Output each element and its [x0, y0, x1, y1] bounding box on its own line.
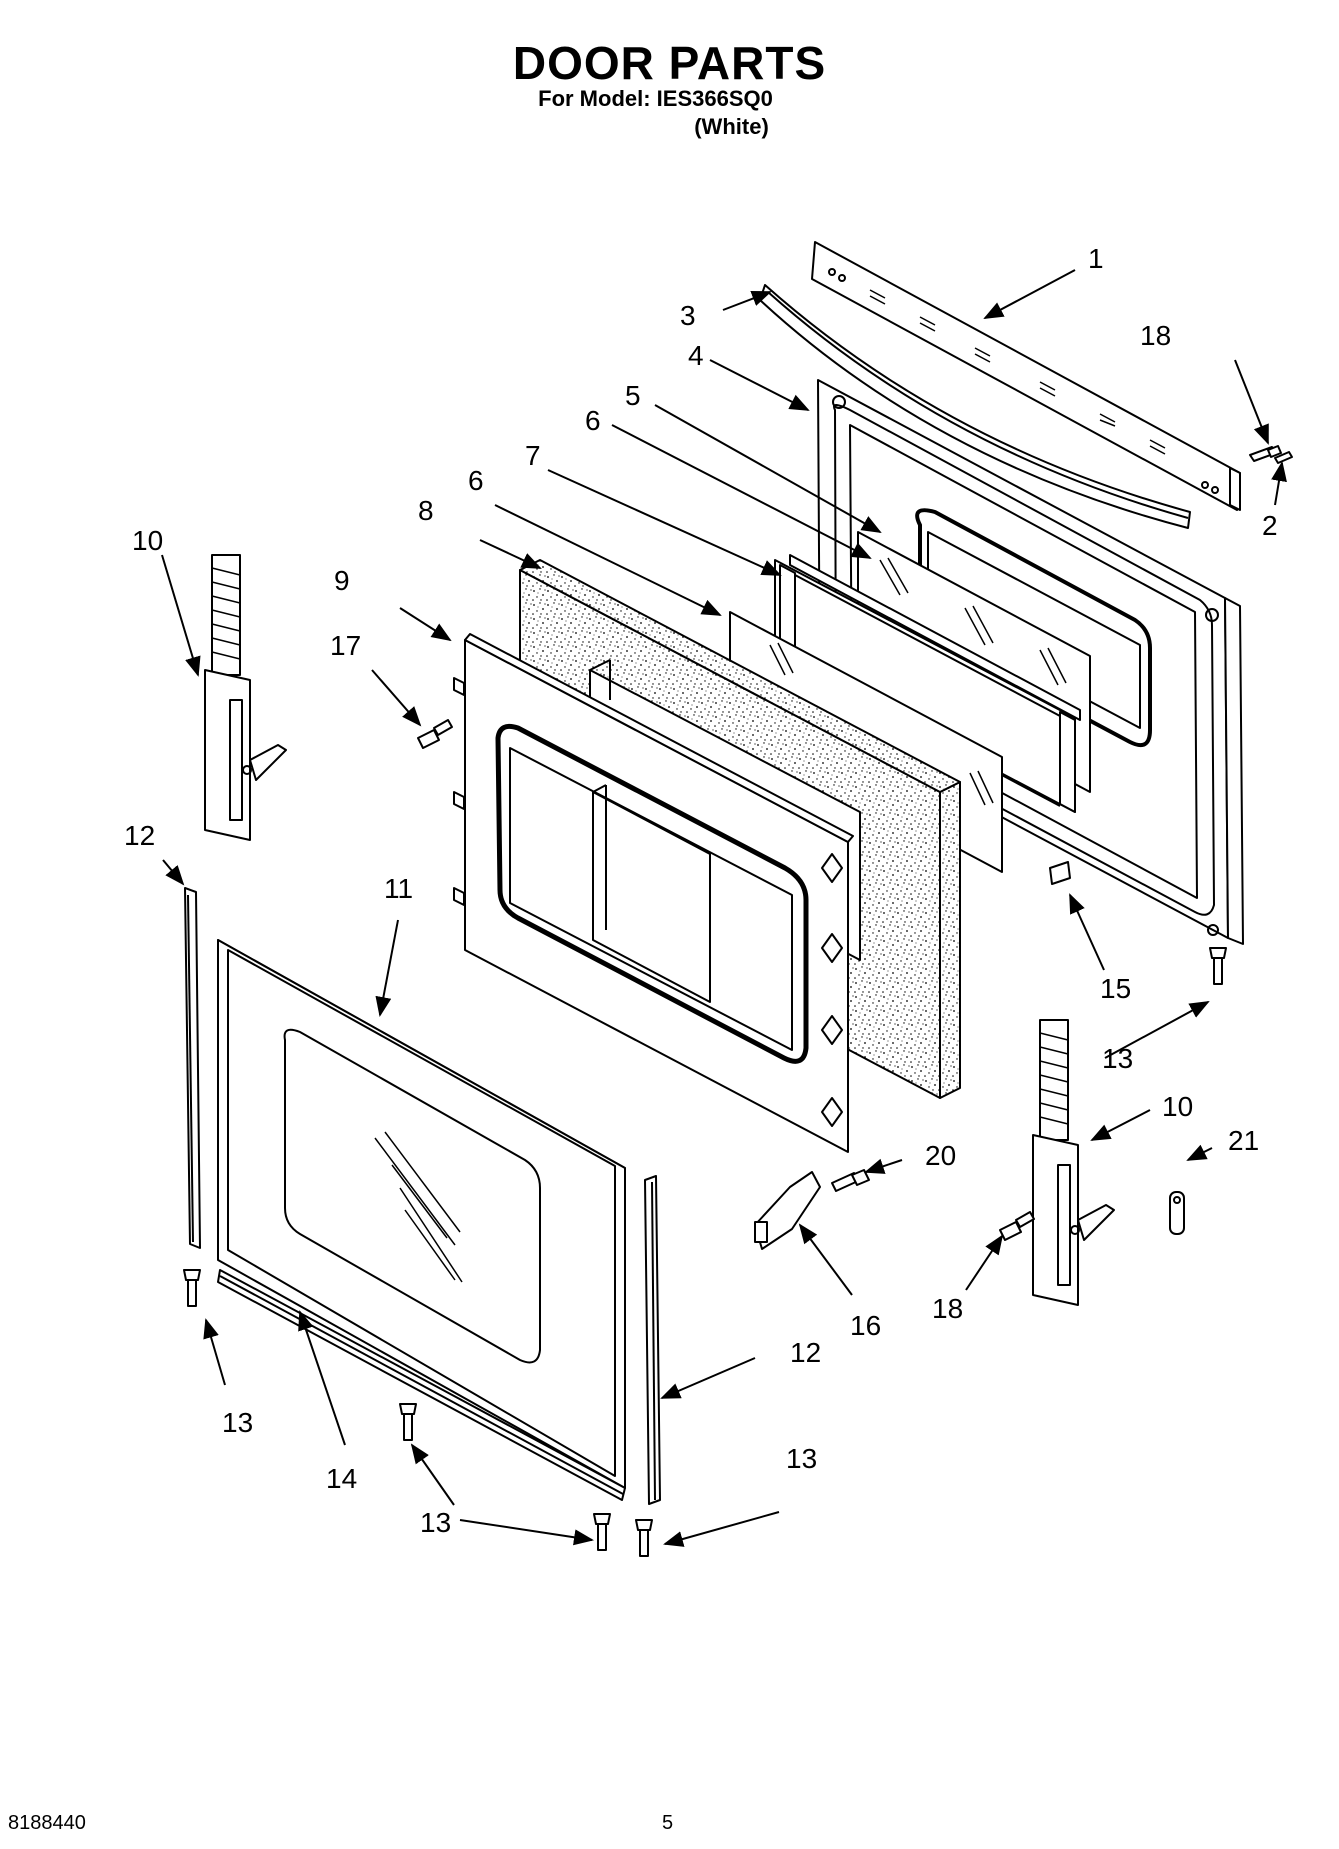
callout-number: 14 [326, 1463, 357, 1494]
screw-part [417, 719, 453, 749]
side-trim-right [644, 1175, 661, 1505]
hinge-left [204, 554, 287, 841]
leader-lines [161, 269, 1287, 1547]
screw-part [999, 1211, 1035, 1241]
outer-door-glass [217, 939, 626, 1489]
callout-number: 13 [222, 1407, 253, 1438]
hinge-right [1032, 1019, 1115, 1306]
callout-number: 11 [384, 873, 413, 904]
bottom-trim-part [217, 1269, 626, 1501]
screw-part [635, 1519, 653, 1557]
inner-door-panel [453, 633, 854, 1153]
callout-number: 3 [680, 300, 696, 331]
callout-number: 13 [1102, 1043, 1133, 1074]
callout-number: 13 [786, 1443, 817, 1474]
callout-number: 15 [1100, 973, 1131, 1004]
callout-number: 20 [925, 1140, 956, 1171]
pin-part [1169, 1191, 1185, 1235]
callout-number: 18 [1140, 320, 1171, 351]
callout-number: 7 [525, 440, 541, 471]
callout-number: 18 [932, 1293, 963, 1324]
screw-part [399, 1403, 417, 1441]
callout-number: 6 [468, 465, 484, 496]
callout-number: 16 [850, 1310, 881, 1341]
document-number: 8188440 [8, 1812, 86, 1834]
callout-number: 21 [1228, 1125, 1259, 1156]
side-trim-left [184, 887, 201, 1249]
screw-part [831, 1169, 870, 1192]
callout-number: 10 [1162, 1091, 1193, 1122]
callout-number: 1 [1088, 243, 1104, 274]
callout-number: 13 [420, 1507, 451, 1538]
callout-number: 12 [790, 1337, 821, 1368]
callout-number: 9 [334, 565, 350, 596]
callout-number: 4 [688, 340, 704, 371]
callout-number: 6 [585, 405, 601, 436]
screw-part [593, 1513, 611, 1551]
screw-part [183, 1269, 201, 1307]
screw-part [1209, 947, 1227, 985]
vent-trim-part [811, 241, 1241, 511]
callout-number: 8 [418, 495, 434, 526]
model-color: (White) [694, 114, 769, 139]
callout-number: 17 [330, 630, 361, 661]
callout-labels: 1 3 4 18 2 5 6 7 6 8 9 17 10 12 11 15 13… [124, 243, 1278, 1538]
model-number: For Model: IES366SQ0 [538, 86, 773, 111]
clip-part [1049, 861, 1071, 885]
bracket-part [754, 1171, 821, 1250]
callout-number: 12 [124, 820, 155, 851]
screw-part [1249, 445, 1293, 464]
callout-number: 2 [1262, 510, 1278, 541]
page-number: 5 [662, 1812, 674, 1834]
callout-number: 5 [625, 380, 641, 411]
callout-number: 10 [132, 525, 163, 556]
page-title: DOOR PARTS [512, 37, 827, 89]
handle-part [759, 284, 1191, 529]
